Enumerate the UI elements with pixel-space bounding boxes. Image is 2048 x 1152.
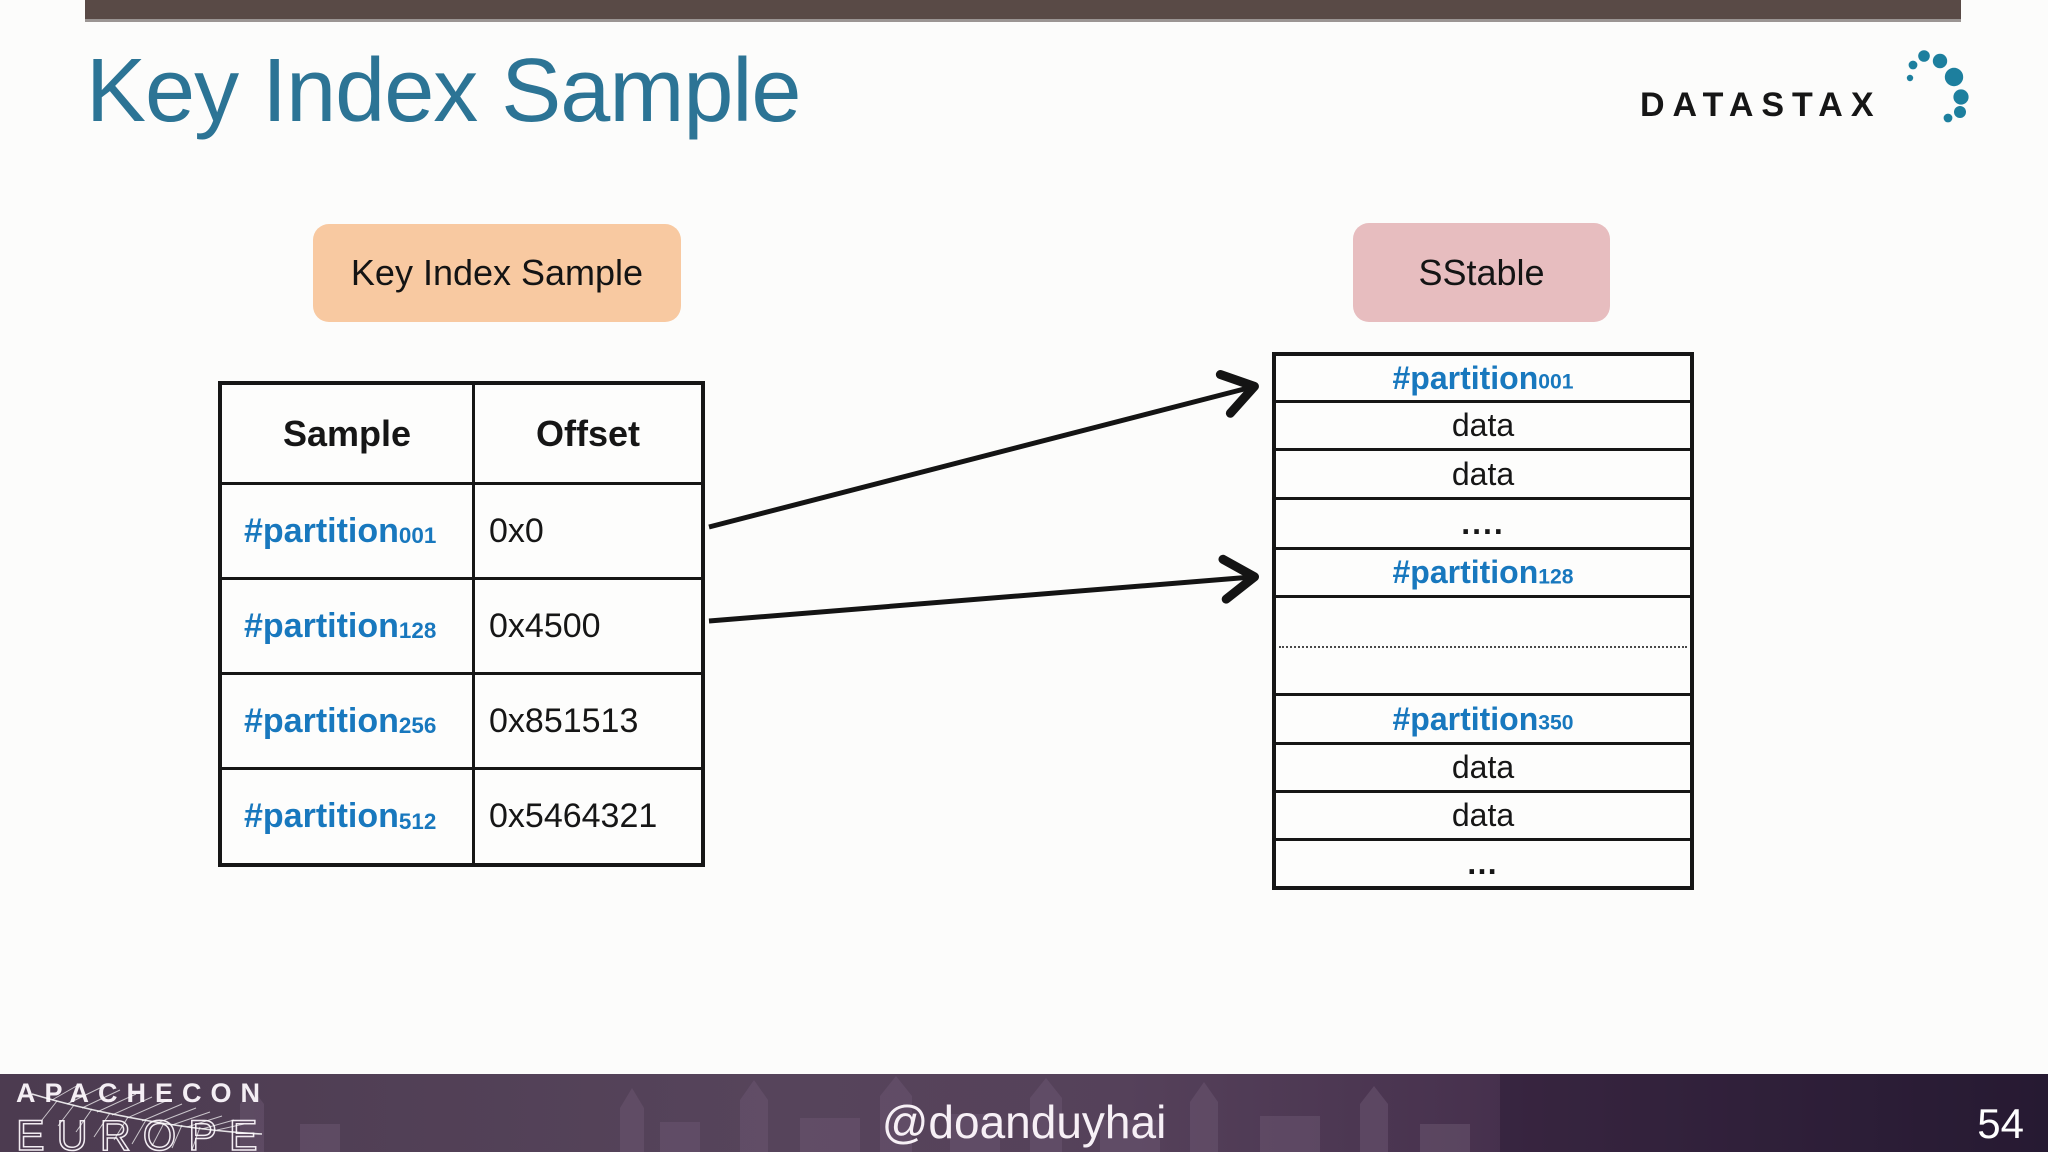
partition-subscript: 128 (398, 617, 437, 643)
sstable-data-row: data (1276, 448, 1690, 497)
datastax-dots-icon (1906, 50, 1969, 123)
key-index-sample-label-text: Key Index Sample (350, 252, 644, 293)
partition-label: #partition (244, 701, 399, 740)
cathedral-silhouette (240, 1074, 2048, 1152)
partition-label: #partition (244, 511, 399, 550)
partition-subscript: 350 (1538, 711, 1574, 735)
table-row-offset-cell: 0x4500 (472, 577, 701, 672)
sstable-data-row: data (1276, 400, 1690, 448)
apachecon-logo-line1: APACHECON (16, 1078, 270, 1108)
partition-subscript: 128 (1538, 565, 1574, 589)
partition-label: #partition (1392, 554, 1539, 590)
sstable-label: SStable (1353, 223, 1610, 322)
partition-label: #partition (1392, 359, 1539, 396)
partition-label: #partition (1392, 700, 1539, 737)
page-title: Key Index Sample (86, 41, 801, 141)
dotted-separator (1279, 645, 1687, 648)
datastax-logo: DATASTAX (1630, 40, 2000, 135)
apachecon-logo: APACHECON EUROPE (15, 1078, 276, 1152)
top-accent-bar (85, 0, 1961, 22)
sstable-gap-row (1276, 595, 1690, 693)
sstable-data-row: data (1276, 742, 1690, 790)
datastax-logo-text: DATASTAX (1640, 86, 1882, 124)
arrow-partition-001 (708, 369, 1259, 530)
partition-subscript: 001 (398, 522, 437, 548)
speaker-handle: @doanduyhai (881, 1096, 1167, 1148)
page-number: 54 (1977, 1100, 2024, 1147)
column-header-sample: Sample (282, 412, 412, 454)
partition-subscript: 256 (398, 712, 437, 738)
sstable-data-row: data (1276, 790, 1690, 838)
sstable-ellipsis-row: .... (1276, 497, 1690, 547)
table-row-offset-cell: 0x851513 (472, 672, 701, 767)
partition-label: #partition (244, 606, 399, 645)
table-row-offset-cell: 0x5464321 (472, 767, 701, 863)
arrow-partition-128 (708, 554, 1259, 624)
footer: APACHECON EUROPE @doanduyhai 54 (0, 1074, 2048, 1152)
partition-subscript: 512 (398, 808, 437, 834)
partition-label: #partition (244, 797, 399, 835)
apachecon-logo-line2: EUROPE (15, 1111, 270, 1152)
table-row-offset-cell: 0x0 (472, 482, 701, 577)
partition-subscript: 001 (1538, 370, 1574, 394)
sstable-label-text: SStable (1418, 251, 1545, 293)
key-index-sample-label: Key Index Sample (313, 224, 681, 322)
column-header-offset: Offset (472, 385, 701, 482)
sstable-ellipsis-row: … (1276, 838, 1690, 886)
